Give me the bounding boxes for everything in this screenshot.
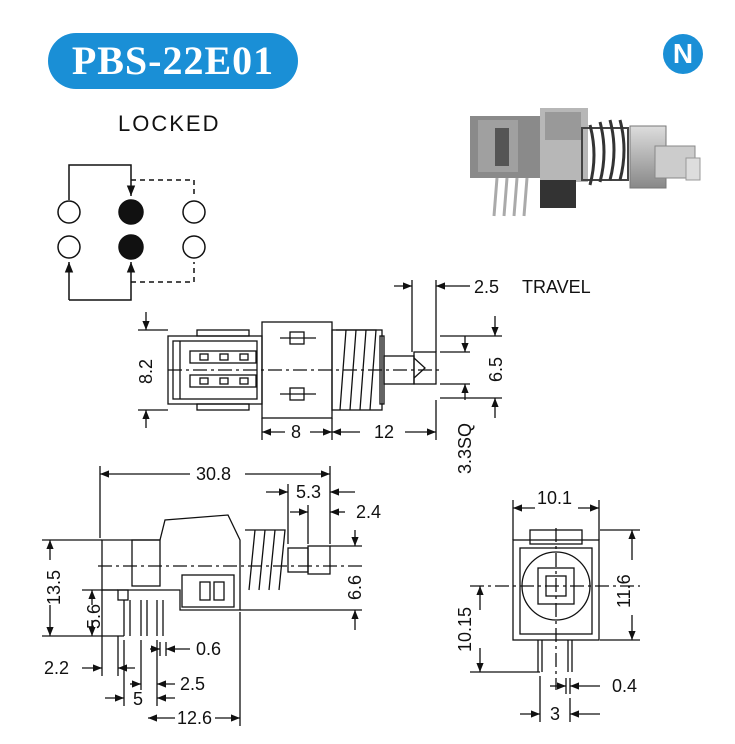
dim-2-5: 2.5 [180, 674, 205, 694]
dim-6-6: 6.6 [345, 575, 365, 600]
dim-5: 5 [133, 689, 143, 709]
dim-8-2: 8.2 [136, 359, 156, 384]
dim-travel-label: TRAVEL [522, 277, 591, 297]
brand-logo-icon: N [663, 34, 703, 74]
dim-6-5: 6.5 [486, 357, 506, 382]
dim-2-4: 2.4 [356, 502, 381, 522]
dim-travel-value: 2.5 [474, 277, 499, 297]
dim-5-3: 5.3 [296, 482, 321, 502]
dim-2-2: 2.2 [44, 658, 69, 678]
dim-3-3sq: 3.3SQ [455, 423, 475, 474]
product-photo [470, 108, 701, 217]
dim-12-6: 12.6 [177, 708, 212, 728]
dim-10-1: 10.1 [537, 488, 572, 508]
dim-12: 12 [374, 422, 394, 442]
part-number-title: PBS-22E01 [48, 33, 298, 89]
schematic-diagram [57, 164, 206, 301]
dim-11-6: 11.6 [614, 574, 634, 608]
dim-13-5: 13.5 [44, 570, 64, 605]
dim-30-8: 30.8 [196, 464, 231, 484]
front-view-drawing [470, 500, 640, 722]
dim-0-6: 0.6 [196, 639, 221, 659]
side-view-drawing [42, 466, 362, 726]
dim-8: 8 [291, 422, 301, 442]
top-view-drawing [138, 280, 502, 440]
dim-0-4: 0.4 [612, 676, 637, 696]
dimension-labels: 2.5 TRAVEL 8.2 6.5 8 12 3.3SQ 30.8 5.3 2… [44, 277, 637, 728]
dim-3: 3 [550, 704, 560, 724]
state-label: LOCKED [118, 111, 221, 136]
dim-5-6: 5.6 [84, 604, 104, 629]
dim-10-15: 10.15 [455, 607, 475, 652]
